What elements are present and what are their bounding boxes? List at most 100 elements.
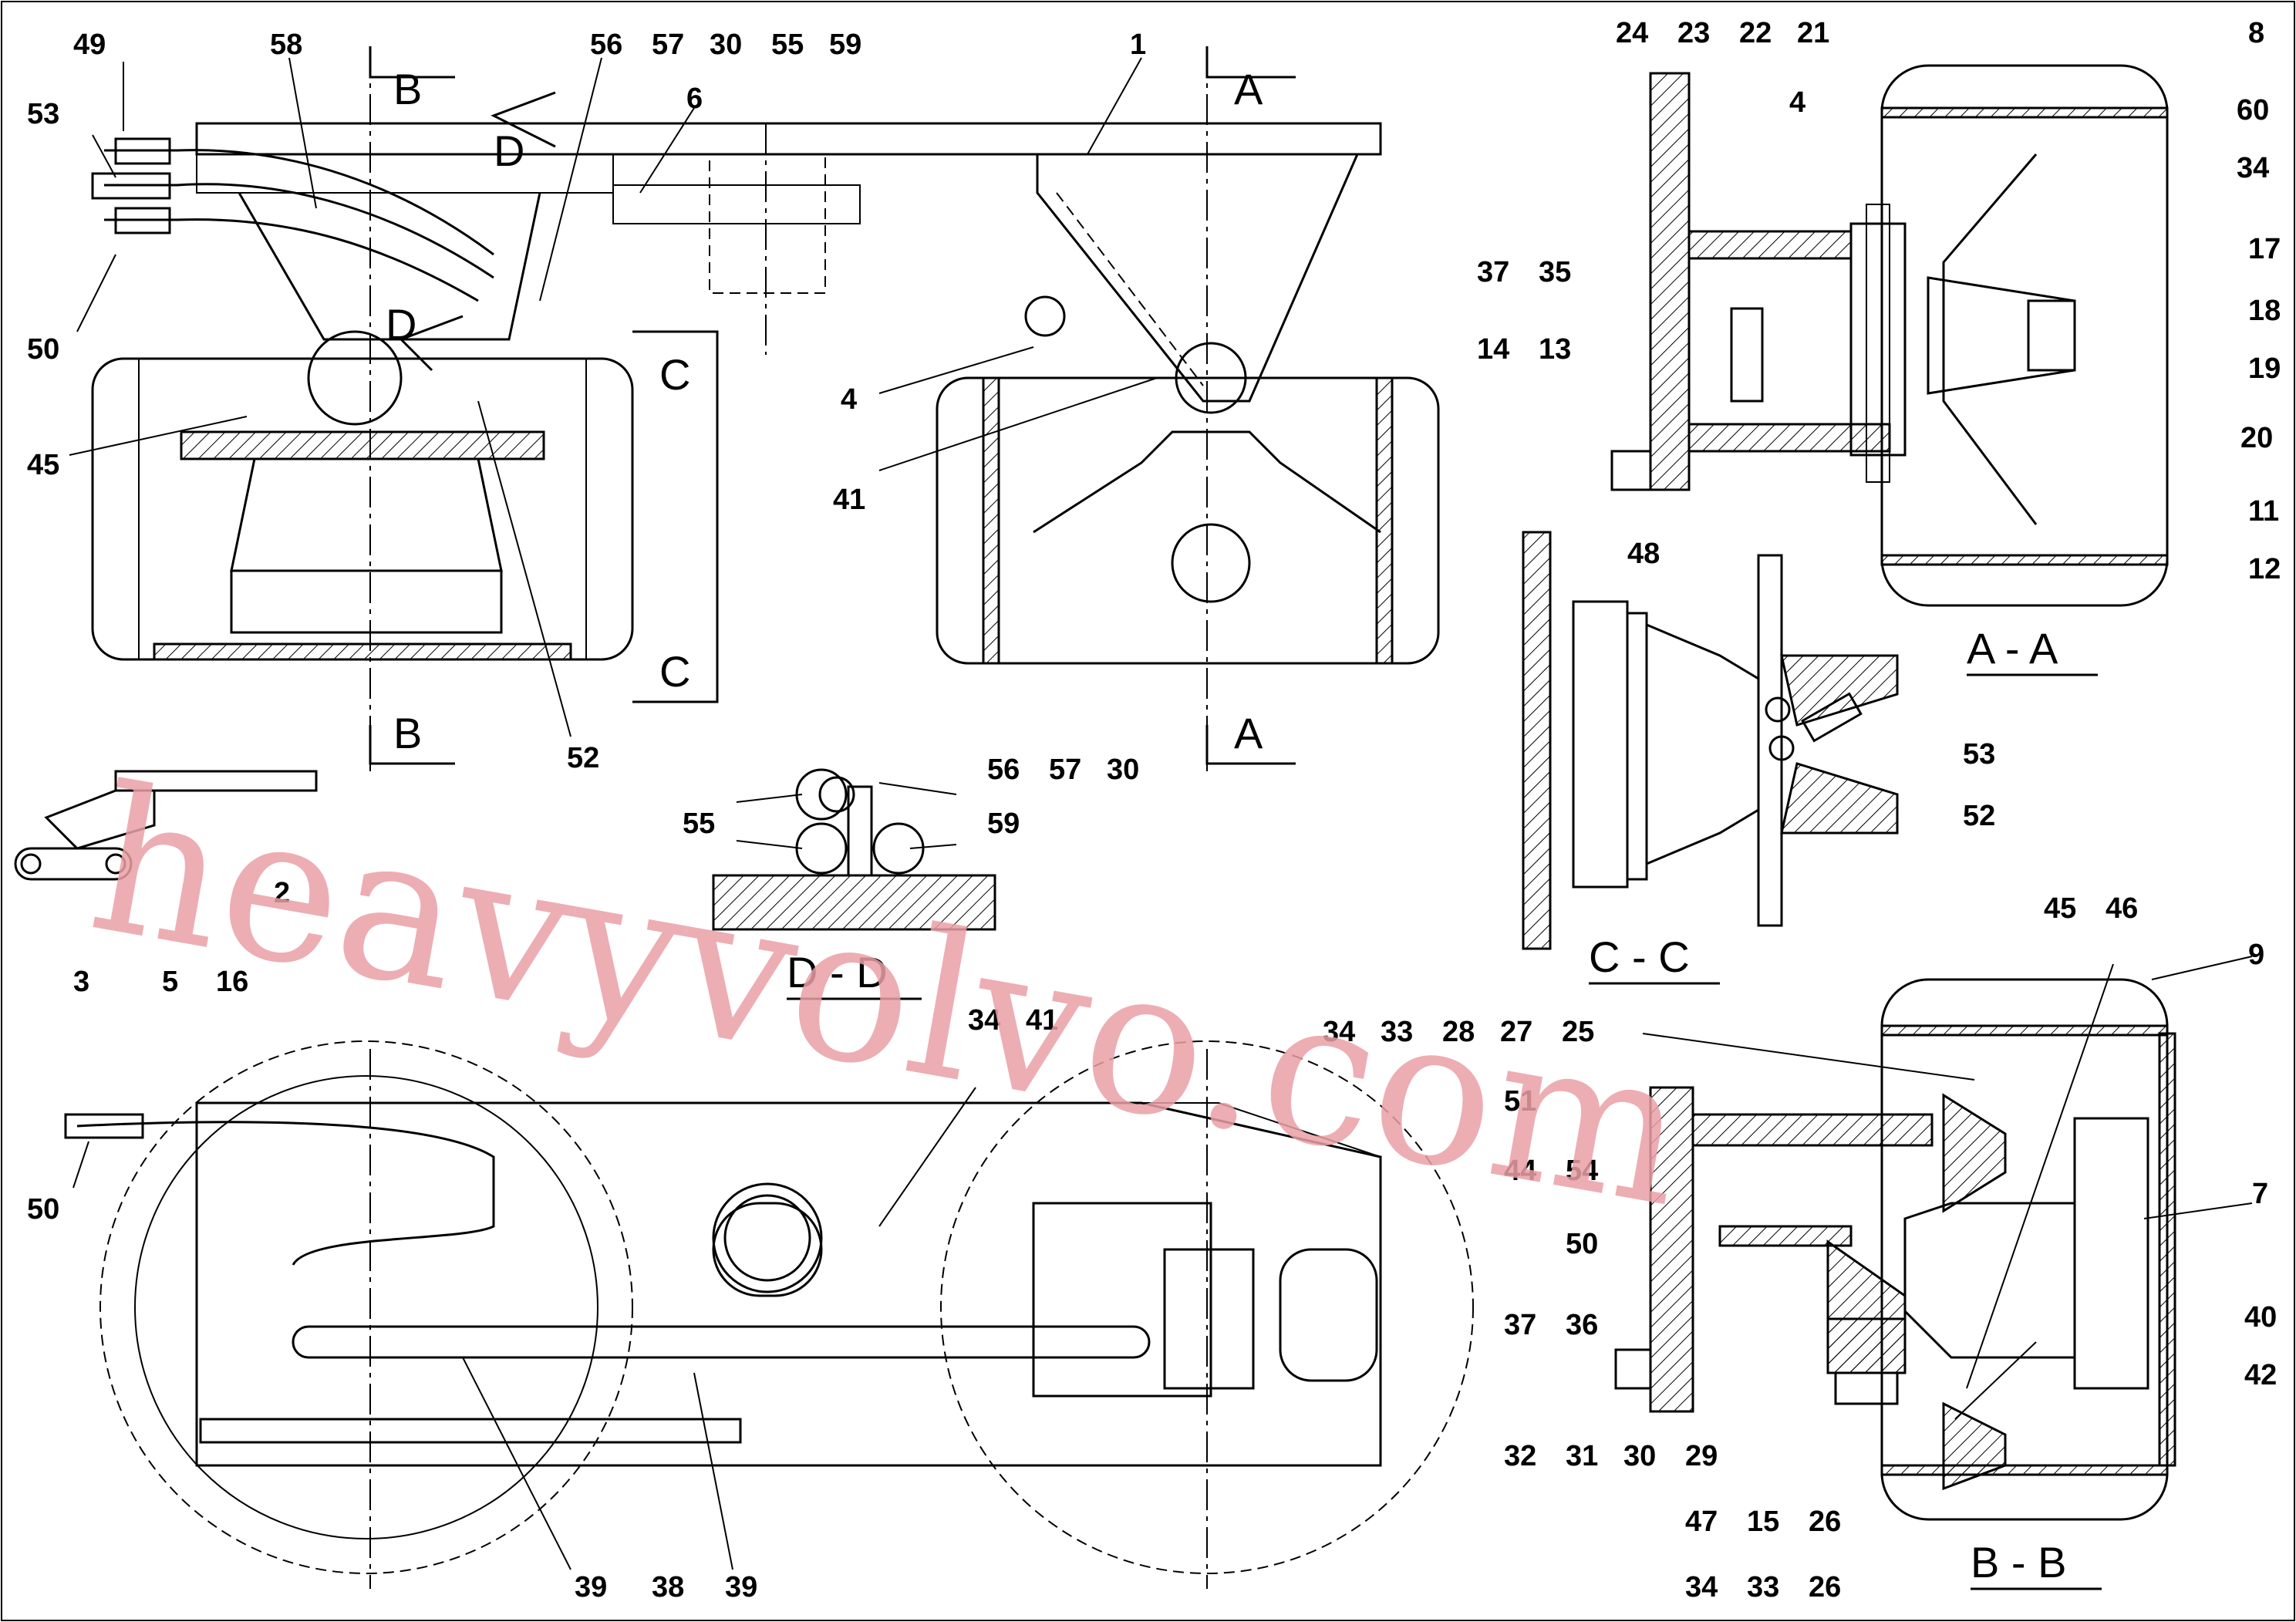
callout: 45	[27, 449, 59, 481]
callout: 46	[2106, 892, 2138, 925]
callout: 11	[2248, 495, 2279, 528]
callout: 41	[833, 484, 865, 516]
leader-lines	[69, 57, 2253, 1570]
callout: 48	[1627, 538, 1660, 570]
callout: 36	[1566, 1309, 1598, 1341]
callout: 30	[710, 29, 742, 61]
section-title-dd: D - D	[787, 948, 888, 996]
callout: 8	[2248, 17, 2264, 49]
callout: 19	[2248, 352, 2281, 385]
callout: 9	[2248, 939, 2264, 971]
callout: 44	[1504, 1155, 1536, 1187]
callout: 5	[162, 966, 178, 998]
callout: 27	[1500, 1016, 1532, 1048]
callout: 1	[1130, 29, 1146, 61]
callout: 41	[1026, 1004, 1058, 1037]
callout: 23	[1677, 17, 1710, 49]
callout: 57	[652, 29, 684, 61]
callout: 57	[1049, 754, 1081, 786]
callout: 4	[841, 383, 857, 416]
section-markers: A A B B C C D D A - A C - C D - D B - B	[386, 65, 2102, 1590]
callout: 45	[2044, 892, 2076, 925]
callout: 34	[968, 1004, 1000, 1037]
callout: 18	[2248, 295, 2281, 327]
callout: 49	[73, 29, 106, 61]
callout: 53	[27, 98, 59, 130]
section-bb-view	[1614, 978, 2176, 1521]
callout: 52	[567, 742, 599, 774]
section-aa-view	[1610, 64, 2169, 607]
callout-numbers: 49 58 56 57 30 55 59 1 6 53 50 45 52 4 4…	[27, 17, 2281, 1603]
callout: 34	[2237, 152, 2269, 184]
callout: 30	[1623, 1440, 1656, 1472]
callout: 32	[1504, 1440, 1536, 1472]
callout: 17	[2248, 233, 2281, 265]
callout: 33	[1747, 1571, 1779, 1603]
callout: 55	[683, 808, 715, 840]
callout: 30	[1107, 754, 1139, 786]
section-dd-view	[712, 768, 996, 931]
section-title-aa: A - A	[1967, 624, 2058, 673]
callout: 28	[1442, 1016, 1475, 1048]
callout: 26	[1809, 1506, 1841, 1538]
callout: 37	[1504, 1309, 1536, 1341]
section-marker: C	[659, 350, 690, 399]
section-marker: A	[1234, 709, 1263, 757]
callout: 59	[829, 29, 861, 61]
lever-detail-view	[14, 770, 318, 881]
callout: 38	[652, 1571, 684, 1603]
callout: 34	[1323, 1016, 1355, 1048]
callout: 21	[1797, 17, 1829, 49]
callout: 6	[686, 83, 703, 115]
callout: 16	[216, 966, 248, 998]
section-marker: A	[1234, 65, 1263, 113]
callout: 58	[270, 29, 302, 61]
callout: 60	[2237, 94, 2269, 126]
bottom-plan-view	[64, 1040, 1474, 1589]
section-title-bb: B - B	[1971, 1538, 2066, 1587]
callout: 7	[2252, 1178, 2268, 1210]
callout: 2	[274, 877, 290, 909]
callout: 3	[73, 966, 89, 998]
callout: 34	[1685, 1571, 1718, 1603]
section-cc-view	[1522, 531, 1899, 950]
section-marker: D	[494, 126, 524, 175]
callout: 31	[1566, 1440, 1598, 1472]
callout: 29	[1685, 1440, 1718, 1472]
section-marker: B	[393, 65, 422, 113]
callout: 24	[1616, 17, 1648, 49]
callout: 54	[1566, 1155, 1598, 1187]
callout: 50	[27, 333, 59, 366]
callout: 4	[1789, 86, 1805, 119]
callout: 26	[1809, 1571, 1841, 1603]
section-title-cc: C - C	[1589, 932, 1690, 981]
section-marker: B	[393, 709, 422, 757]
callout: 39	[725, 1571, 757, 1603]
section-marker: C	[659, 647, 690, 696]
callout: 37	[1477, 256, 1509, 288]
callout: 35	[1539, 256, 1571, 288]
callout: 56	[987, 754, 1020, 786]
callout: 56	[590, 29, 622, 61]
callout: 39	[575, 1571, 607, 1603]
callout: 50	[1566, 1228, 1598, 1260]
callout: 55	[771, 29, 804, 61]
callout: 22	[1739, 17, 1772, 49]
callout: 15	[1747, 1506, 1779, 1538]
watermark: heavyvolvo.com	[76, 744, 1702, 1253]
callout: 42	[2244, 1359, 2277, 1391]
callout: 12	[2248, 553, 2281, 585]
callout: 51	[1504, 1085, 1536, 1118]
callout: 40	[2244, 1301, 2277, 1334]
callout: 13	[1539, 333, 1571, 366]
callout: 59	[987, 808, 1020, 840]
callout: 25	[1562, 1016, 1594, 1048]
callout: 20	[2240, 422, 2273, 454]
section-marker: D	[386, 300, 416, 349]
callout: 53	[1963, 738, 1995, 771]
callout: 14	[1477, 333, 1509, 366]
callout: 47	[1685, 1506, 1718, 1538]
callout: 33	[1381, 1016, 1413, 1048]
